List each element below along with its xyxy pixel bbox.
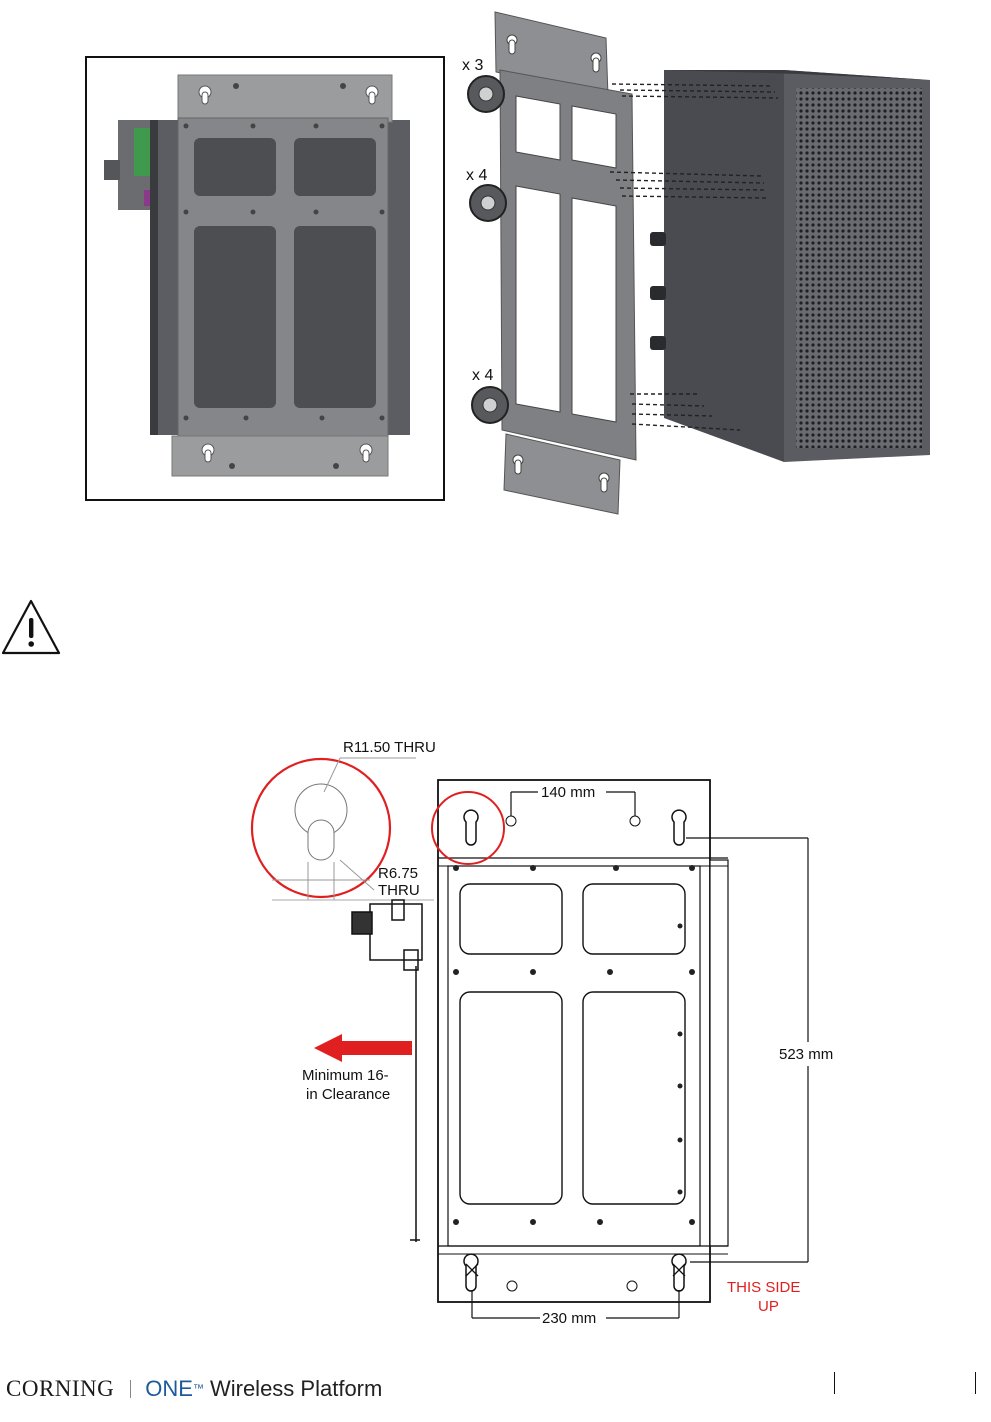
footer-rule-left bbox=[834, 1372, 835, 1394]
height-dimension: 523 mm bbox=[779, 1046, 833, 1063]
exploded-view: x 3 x 4 x 4 bbox=[462, 12, 930, 514]
small-radius-label: R6.75 bbox=[378, 865, 418, 882]
screw-qty-callout: x 3 bbox=[462, 57, 483, 74]
screw-icon bbox=[472, 387, 508, 423]
product-name: ONE bbox=[145, 1376, 193, 1402]
clearance-label: Minimum 16- bbox=[302, 1067, 389, 1084]
bracket-assembly-figure: x 3 x 4 x 4 bbox=[0, 0, 991, 540]
screw-icon bbox=[468, 76, 504, 112]
trademark-symbol: ™ bbox=[193, 1383, 204, 1395]
clearance-arrow-icon bbox=[314, 1034, 412, 1062]
screw-qty-callout: x 4 bbox=[466, 167, 487, 184]
screw-icon bbox=[470, 185, 506, 221]
top-spacing-dimension: 140 mm bbox=[541, 784, 595, 801]
clearance-label: in Clearance bbox=[306, 1086, 390, 1103]
warning-triangle-icon bbox=[0, 598, 62, 656]
product-suffix: Wireless Platform bbox=[210, 1376, 382, 1402]
large-radius-label: R11.50 THRU bbox=[343, 739, 436, 756]
bottom-spacing-dimension: 230 mm bbox=[542, 1310, 596, 1327]
front-view-panel bbox=[86, 57, 444, 500]
corning-logo: CORNING bbox=[6, 1376, 114, 1402]
footer-divider bbox=[130, 1380, 131, 1398]
footer-rule-right bbox=[975, 1372, 976, 1394]
orientation-label: THIS SIDE bbox=[727, 1279, 800, 1296]
small-radius-label: THRU bbox=[378, 882, 420, 899]
orientation-label: UP bbox=[758, 1298, 779, 1315]
screw-qty-callout: x 4 bbox=[472, 367, 493, 384]
mounting-dimension-drawing: R11.50 THRU R6.75 THRU bbox=[0, 720, 991, 1340]
